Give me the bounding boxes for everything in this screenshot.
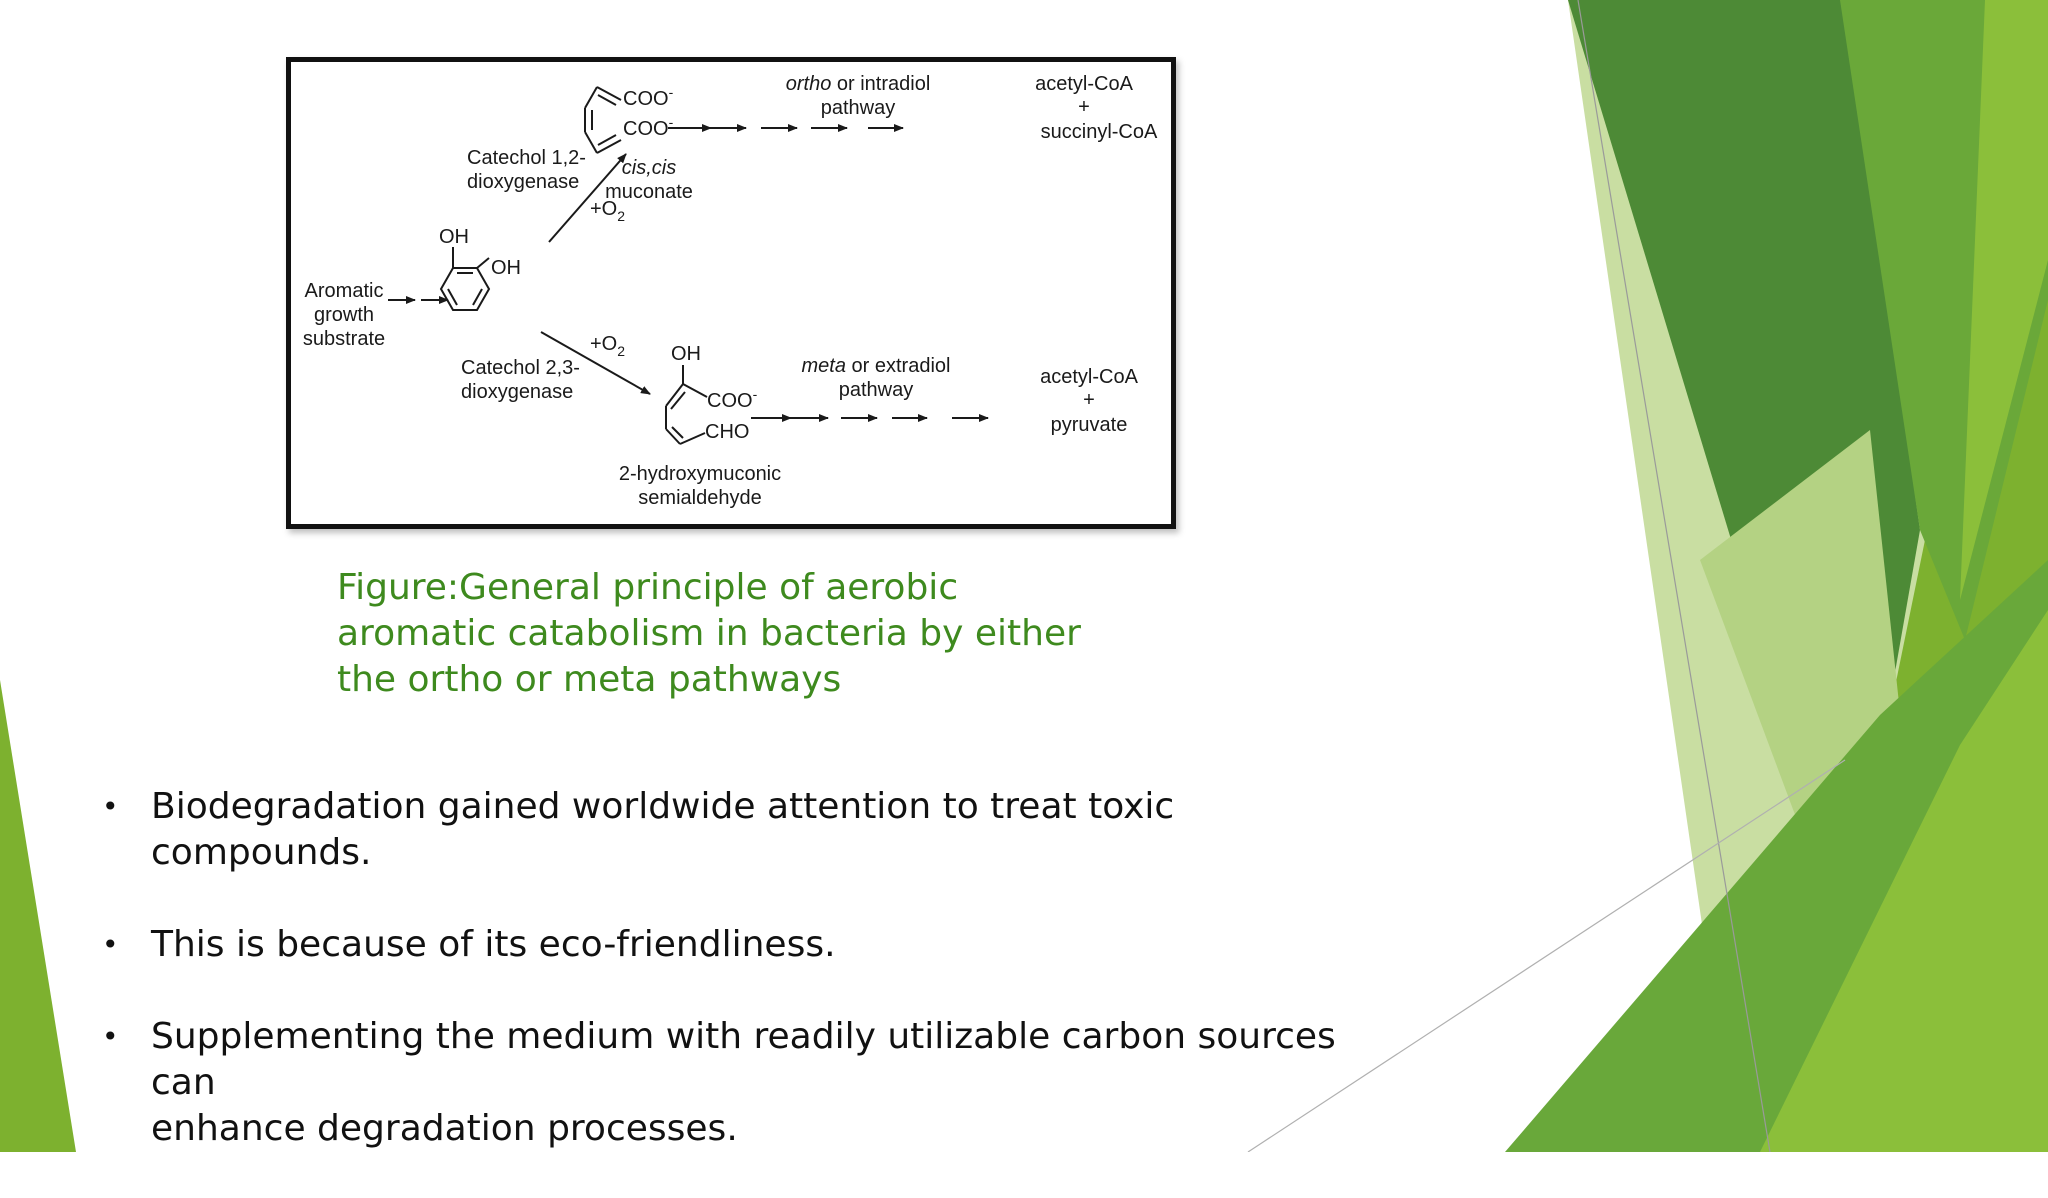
- muconate-structure: [584, 86, 622, 154]
- meta-pathway-word: pathway: [839, 379, 914, 401]
- semialdehyde-cho: CHO: [705, 421, 749, 443]
- figure-pathway-diagram: Aromatic growth substrate OH OH Catechol…: [286, 57, 1176, 529]
- substrate-label-line3: substrate: [303, 328, 385, 350]
- bullet-text-line2: enhance degradation processes.: [151, 1108, 738, 1149]
- ortho-o2-label: +O2: [590, 198, 625, 224]
- bullet-item-carbon-sources: • Supplementing the medium with readily …: [100, 1014, 1400, 1152]
- muconate-coo-top: COO-: [623, 84, 674, 110]
- catechol-ring: [439, 247, 491, 311]
- thin-line-vertical: [1577, 0, 1771, 1152]
- muconate-name: muconate: [605, 181, 693, 203]
- meta-enzyme-line2: dioxygenase: [461, 381, 573, 403]
- thin-line-diagonal: [1247, 759, 1846, 1152]
- caption-line: aromatic catabolism in bacteria by eithe…: [337, 613, 1081, 654]
- ortho-pathway-label: ortho or intradiol: [786, 73, 931, 95]
- pathway-diagram-svg: Aromatic growth substrate OH OH Catechol…: [303, 73, 1158, 509]
- semialdehyde-name-line1: 2-hydroxymuconic: [619, 463, 781, 485]
- ortho-enzyme-line2: dioxygenase: [467, 171, 579, 193]
- bullet-item-eco-friendliness: • This is because of its eco-friendlines…: [100, 922, 1400, 968]
- semialdehyde-structure: [665, 365, 708, 445]
- ortho-branch-arrow: [548, 153, 627, 243]
- semialdehyde-coo: COO-: [707, 386, 758, 412]
- meta-product-2: pyruvate: [1051, 414, 1128, 436]
- caption-line: the ortho or meta pathways: [337, 659, 842, 700]
- ortho-pathway-word: pathway: [821, 97, 896, 119]
- bullet-item-biodegradation: • Biodegradation gained worldwide attent…: [100, 784, 1400, 876]
- bullet-text-line1: Supplementing the medium with readily ut…: [151, 1016, 1336, 1103]
- meta-branch-arrow: [540, 331, 651, 395]
- bullet-marker: •: [102, 790, 119, 823]
- caption-line: Figure:General principle of aerobic: [337, 567, 959, 608]
- ortho-product-plus: +: [1078, 96, 1090, 118]
- meta-product-plus: +: [1083, 389, 1095, 411]
- bullet-list: • Biodegradation gained worldwide attent…: [100, 784, 1400, 1198]
- ortho-product-1: acetyl-CoA: [1035, 73, 1133, 95]
- meta-pathway-label: meta or extradiol: [802, 355, 951, 377]
- catechol-oh-top: OH: [439, 226, 469, 248]
- bullet-marker: •: [102, 928, 119, 961]
- decorative-green-facets: [0, 0, 2048, 1152]
- catechol-oh-side: OH: [491, 257, 521, 279]
- semialdehyde-oh: OH: [671, 343, 701, 365]
- figure-caption: Figure:General principle of aerobic arom…: [337, 565, 1137, 703]
- facet-left-sliver: [0, 680, 76, 1152]
- substrate-label-line2: growth: [314, 304, 374, 326]
- substrate-label-line1: Aromatic: [305, 280, 384, 302]
- meta-o2-label: +O2: [590, 333, 625, 359]
- facet-bottom-bright: [1760, 610, 2048, 1152]
- bullet-text: Biodegradation gained worldwide attentio…: [151, 786, 1175, 873]
- muconate-coo-bottom: COO-: [623, 114, 674, 140]
- facet-right-bright-top: [1960, 0, 2048, 600]
- ortho-product-2: succinyl-CoA: [1041, 121, 1158, 143]
- bullet-marker: •: [102, 1020, 119, 1053]
- muconate-name-italic: cis,cis: [622, 157, 676, 179]
- meta-enzyme-line1: Catechol 2,3-: [461, 357, 580, 379]
- meta-product-1: acetyl-CoA: [1040, 366, 1138, 388]
- semialdehyde-name-line2: semialdehyde: [638, 487, 761, 509]
- ortho-enzyme-line1: Catechol 1,2-: [467, 147, 586, 169]
- bullet-text: This is because of its eco-friendliness.: [151, 924, 836, 965]
